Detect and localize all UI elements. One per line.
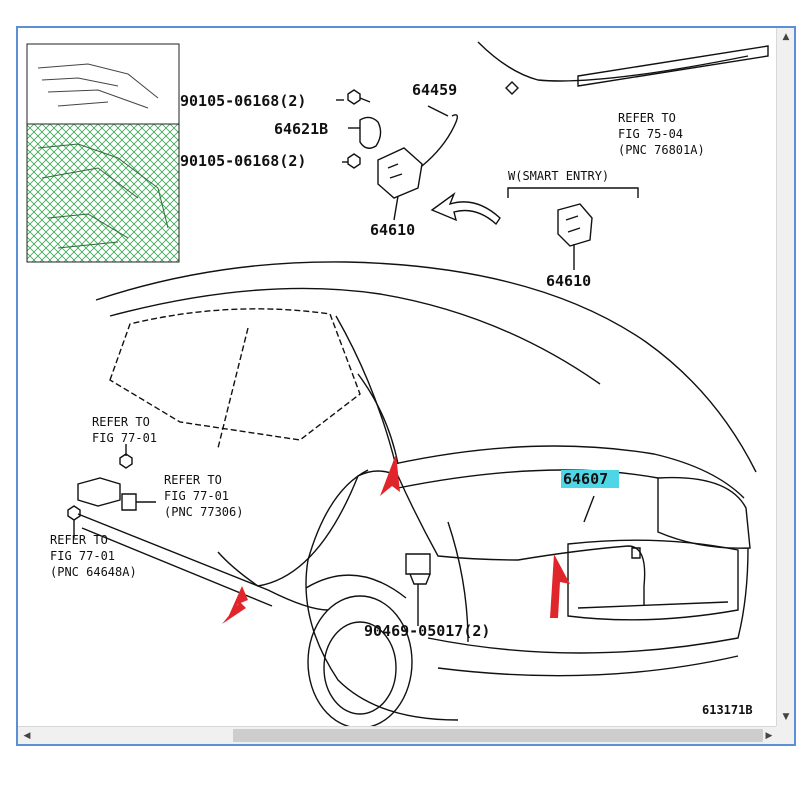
refer-fig-77-01-c-line2: FIG 77-01: [50, 549, 115, 563]
part-64607-highlight[interactable]: [561, 470, 619, 488]
refer-fig-75-04-line2: FIG 75-04: [618, 127, 683, 141]
scroll-right-arrow-icon[interactable]: ▶: [765, 731, 773, 741]
part-label-64621b[interactable]: 64621B: [274, 120, 328, 138]
part-label-64610-left[interactable]: 64610: [370, 221, 415, 239]
scroll-down-arrow-icon[interactable]: ▼: [782, 712, 790, 722]
horizontal-scrollbar[interactable]: ◀ ▶: [18, 726, 778, 744]
highlight-arrows: [222, 454, 570, 624]
refer-fig-77-01-a-line2: FIG 77-01: [92, 431, 157, 445]
part-label-90469-05017[interactable]: 90469-05017(2): [364, 622, 490, 640]
horizontal-scroll-thumb[interactable]: [233, 729, 763, 742]
scroll-left-arrow-icon[interactable]: ◀: [23, 731, 31, 741]
smart-entry-label: W(SMART ENTRY): [508, 169, 609, 183]
part-label-64459[interactable]: 64459: [412, 81, 457, 99]
diagram-viewer: 90105-06168(2) 64459 64621B 90105-06168(…: [16, 26, 796, 746]
lock-assembly-right: [507, 187, 639, 270]
lock-assembly-left: [336, 89, 459, 221]
refer-fig-77-01-c-line3: (PNC 64648A): [50, 565, 137, 579]
vertical-scrollbar[interactable]: ▲ ▼: [776, 28, 794, 726]
diagram-id: 613171B: [702, 703, 753, 717]
red-arrow-center: [380, 454, 400, 496]
part-label-90105-06168-mid[interactable]: 90105-06168(2): [180, 152, 306, 170]
direction-arrow: [430, 192, 501, 226]
refer-fig-77-01-b-line2: FIG 77-01: [164, 489, 229, 503]
scroll-up-arrow-icon[interactable]: ▲: [782, 32, 790, 42]
car-body: [67, 261, 757, 726]
rear-spoiler: [477, 41, 769, 95]
part-label-64610-right[interactable]: 64610: [546, 272, 591, 290]
overview-thumbnail[interactable]: [26, 43, 180, 263]
refer-fig-77-01-a-line1: REFER TO: [92, 415, 150, 429]
refer-fig-77-01-c-line1: REFER TO: [50, 533, 108, 547]
scrollbar-corner: [776, 726, 794, 744]
part-label-90105-06168-top[interactable]: 90105-06168(2): [180, 92, 306, 110]
part-label-64607[interactable]: 64607: [563, 470, 608, 488]
refer-fig-77-01-b-line3: (PNC 77306): [164, 505, 243, 519]
refer-fig-77-01-b-line1: REFER TO: [164, 473, 222, 487]
red-arrow-left: [222, 586, 248, 624]
refer-fig-75-04-line1: REFER TO: [618, 111, 676, 125]
refer-fig-75-04-line3: (PNC 76801A): [618, 143, 705, 157]
red-arrow-right: [550, 554, 570, 618]
parts-diagram: 90105-06168(2) 64459 64621B 90105-06168(…: [26, 41, 769, 726]
